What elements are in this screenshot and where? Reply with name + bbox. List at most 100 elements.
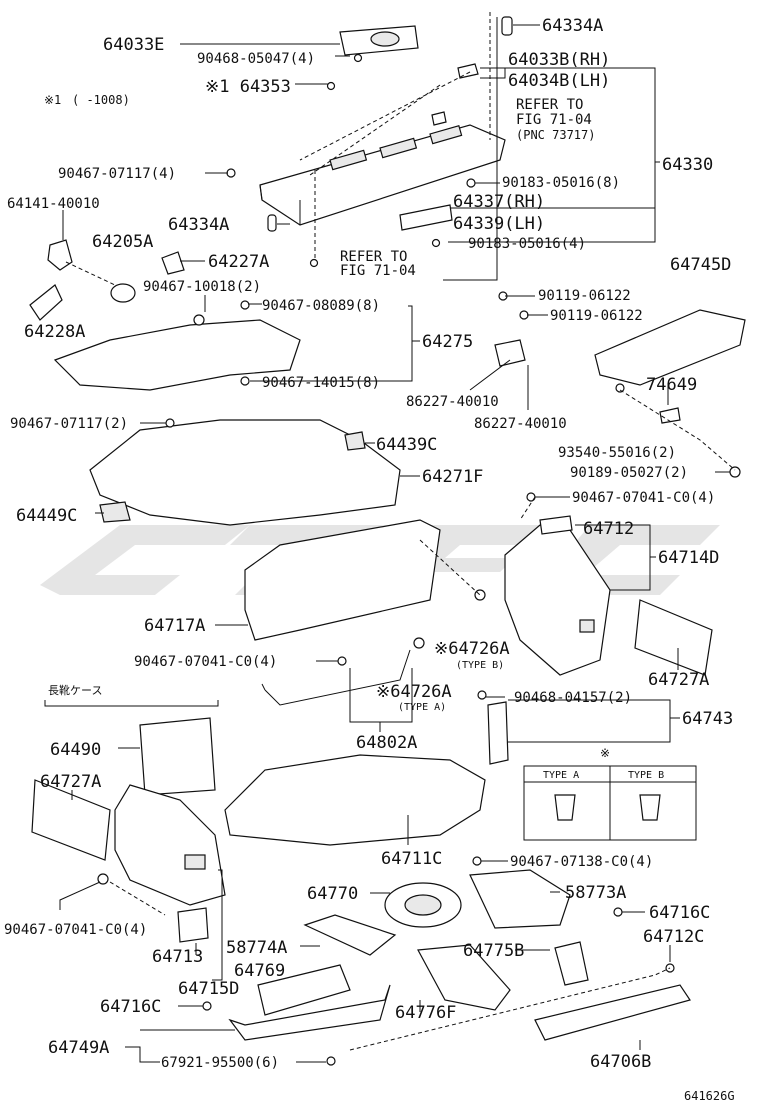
label-64726A-a: ※64726A — [376, 682, 452, 702]
label-58774A: 58774A — [226, 938, 287, 958]
type-table-mark: ※ — [600, 746, 610, 760]
label-64339: 64339(LH) — [453, 214, 545, 234]
label-64205A: 64205A — [92, 232, 153, 252]
rod-64802A — [264, 649, 411, 706]
label-90467-14015: 90467-14015(8) — [262, 375, 380, 391]
trim-64715D — [114, 784, 226, 906]
label-64228A: 64228A — [24, 322, 85, 342]
leader-lines — [44, 17, 730, 1063]
label-64716C-left: 64716C — [100, 997, 161, 1017]
holder-64775B — [554, 941, 589, 986]
label-64727A-right: 64727A — [648, 670, 709, 690]
bracket-64228A — [29, 284, 63, 321]
refer1-line2: FIG 71-04 — [516, 112, 592, 128]
ring-64205A — [110, 283, 136, 303]
label-64726A-b-type: (TYPE B) — [456, 660, 504, 671]
label-64743: 64743 — [682, 709, 733, 729]
insulator-64275 — [53, 319, 301, 391]
pad-64712 — [539, 515, 573, 535]
box-64490 — [139, 717, 216, 796]
floor-mat-64271F — [89, 419, 401, 526]
type-table-a: TYPE A — [543, 770, 579, 781]
bracket-64033B — [457, 63, 479, 79]
label-64353: ※1 64353 — [205, 77, 291, 97]
label-64716C-right: 64716C — [649, 903, 710, 923]
label-90467-07041-b: 90467-07041-C0(4) — [134, 654, 277, 670]
label-64717A: 64717A — [144, 616, 205, 636]
label-90467-07117-a: 90467-07117(4) — [58, 166, 176, 182]
garnish-64745D — [594, 309, 746, 386]
fasteners — [97, 53, 741, 1066]
label-64227A: 64227A — [208, 252, 269, 272]
label-64775B: 64775B — [463, 941, 524, 961]
plate-64706B — [534, 984, 691, 1041]
clip-type-b-icon — [639, 794, 661, 821]
case-label: 長靴ケース — [48, 683, 102, 697]
clip-64334A-top — [501, 16, 513, 36]
spare-tray-inner — [404, 894, 442, 916]
mat-58773A — [469, 869, 571, 929]
label-64726A-b: ※64726A — [434, 639, 510, 659]
pad-64449C — [99, 501, 131, 523]
bracket-refer — [431, 111, 447, 126]
mat-58774A — [303, 914, 397, 956]
note-range: ( -1008) — [72, 93, 130, 107]
label-64439C: 64439C — [376, 435, 437, 455]
clip-64227A — [161, 251, 185, 275]
clip-type-a-icon — [554, 794, 576, 821]
label-64726A-a-type: (TYPE A) — [398, 702, 446, 713]
label-64033B: 64033B(RH) — [508, 50, 610, 70]
vent-64715D — [184, 854, 206, 870]
box-64769 — [257, 964, 351, 1016]
label-64749A: 64749A — [48, 1038, 109, 1058]
refer1-line1: REFER TO — [516, 97, 583, 113]
label-64334A-mid: 64334A — [168, 215, 229, 235]
package-tray-64330 — [259, 124, 506, 226]
dashed-lines — [65, 12, 736, 1051]
pad-64439C — [344, 431, 366, 451]
label-64706B: 64706B — [590, 1052, 651, 1072]
plate-64749A — [228, 984, 391, 1041]
label-93540-55016: 93540-55016(2) — [558, 445, 676, 461]
label-64334A-top: 64334A — [542, 16, 603, 36]
type-table — [523, 765, 697, 841]
floor-64711C — [224, 754, 486, 846]
label-64802A: 64802A — [356, 733, 417, 753]
label-64727A-left: 64727A — [40, 772, 101, 792]
label-90189-05027: 90189-05027(2) — [570, 465, 688, 481]
label-64711C: 64711C — [381, 849, 442, 869]
cover-hole — [370, 31, 400, 47]
label-64449C: 64449C — [16, 506, 77, 526]
bracket-74649 — [659, 407, 681, 424]
figure-id: 641626G — [684, 1089, 735, 1103]
bracket-64141 — [47, 239, 73, 271]
label-64275: 64275 — [422, 332, 473, 352]
sheet-64727A-right — [634, 599, 713, 676]
label-64776F: 64776F — [395, 1003, 456, 1023]
label-90467-10018: 90467-10018(2) — [143, 279, 261, 295]
label-64713: 64713 — [152, 947, 203, 967]
label-90467-07138: 90467-07138-C0(4) — [510, 854, 653, 870]
label-90467-07117-b: 90467-07117(2) — [10, 416, 128, 432]
label-90119-06122-a: 90119-06122 — [538, 288, 631, 304]
label-90119-06122-b: 90119-06122 — [550, 308, 643, 324]
vent-64714D — [579, 619, 595, 633]
label-64770: 64770 — [307, 884, 358, 904]
label-64715D: 64715D — [178, 979, 239, 999]
label-90183-05016-8: 90183-05016(8) — [502, 175, 620, 191]
label-64490: 64490 — [50, 740, 101, 760]
cover-64337 — [399, 204, 453, 231]
label-64033E: 64033E — [103, 35, 164, 55]
label-64769: 64769 — [234, 961, 285, 981]
refer2-line2: FIG 71-04 — [340, 263, 416, 279]
label-74649: 74649 — [646, 375, 697, 395]
refer1-line3: (PNC 73717) — [516, 128, 595, 142]
label-64712: 64712 — [583, 519, 634, 539]
label-64034B: 64034B(LH) — [508, 71, 610, 91]
label-58773A: 58773A — [565, 883, 626, 903]
tray-64776F — [417, 944, 511, 1011]
clip-64334A-mid — [267, 214, 277, 232]
label-86227-40010-b: 86227-40010 — [474, 416, 567, 432]
label-64714D: 64714D — [658, 548, 719, 568]
